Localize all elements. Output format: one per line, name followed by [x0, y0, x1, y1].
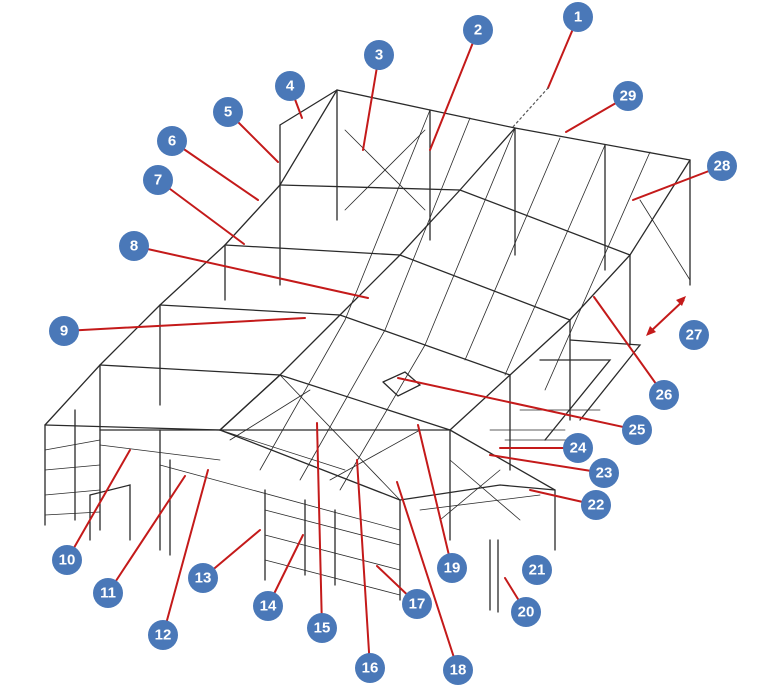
svg-text:20: 20 — [518, 604, 535, 621]
svg-text:1: 1 — [574, 9, 582, 26]
svg-text:2: 2 — [474, 22, 482, 39]
svg-text:3: 3 — [375, 47, 383, 64]
callout-17: 17 — [402, 589, 432, 619]
svg-text:23: 23 — [596, 465, 613, 482]
callout-13: 13 — [188, 563, 218, 593]
svg-text:15: 15 — [314, 620, 331, 637]
callout-12: 12 — [148, 620, 178, 650]
svg-text:18: 18 — [450, 662, 467, 679]
callout-7: 7 — [143, 165, 173, 195]
svg-text:26: 26 — [656, 387, 673, 404]
svg-text:4: 4 — [286, 78, 295, 95]
callout-22: 22 — [581, 490, 611, 520]
svg-text:13: 13 — [195, 570, 212, 587]
callout-11: 11 — [93, 578, 123, 608]
callout-24: 24 — [563, 433, 593, 463]
callout-8: 8 — [119, 231, 149, 261]
callout-3: 3 — [364, 40, 394, 70]
callout-10: 10 — [52, 545, 82, 575]
callout-18: 18 — [443, 655, 473, 685]
svg-text:28: 28 — [714, 158, 731, 175]
callout-1: 1 — [563, 2, 593, 32]
callout-14: 14 — [253, 591, 283, 621]
svg-text:27: 27 — [686, 327, 703, 344]
callout-4: 4 — [275, 71, 305, 101]
svg-text:19: 19 — [444, 560, 461, 577]
callout-28: 28 — [707, 151, 737, 181]
callout-2: 2 — [463, 15, 493, 45]
callout-21: 21 — [522, 555, 552, 585]
callout-27: 27 — [679, 320, 709, 350]
callout-25: 25 — [622, 415, 652, 445]
svg-text:11: 11 — [100, 585, 116, 602]
svg-text:17: 17 — [409, 596, 426, 613]
svg-text:8: 8 — [130, 238, 138, 255]
svg-text:12: 12 — [155, 627, 172, 644]
svg-text:6: 6 — [168, 133, 176, 150]
callout-badges: 1 2 3 4 5 6 7 8 9 10 11 12 13 14 15 16 1… — [49, 2, 737, 685]
svg-text:29: 29 — [620, 88, 637, 105]
svg-text:21: 21 — [529, 562, 546, 579]
callout-5: 5 — [213, 97, 243, 127]
svg-text:22: 22 — [588, 497, 605, 514]
svg-text:9: 9 — [60, 323, 68, 340]
svg-text:24: 24 — [570, 440, 587, 457]
svg-text:10: 10 — [59, 552, 76, 569]
callout-26: 26 — [649, 380, 679, 410]
callout-29: 29 — [613, 81, 643, 111]
building-frame — [44, 89, 691, 613]
callout-20: 20 — [511, 597, 541, 627]
callout-6: 6 — [157, 126, 187, 156]
svg-text:16: 16 — [362, 660, 379, 677]
callout-15: 15 — [307, 613, 337, 643]
svg-text:14: 14 — [260, 598, 277, 615]
svg-text:25: 25 — [629, 422, 646, 439]
svg-text:5: 5 — [224, 104, 232, 121]
callout-19: 19 — [437, 553, 467, 583]
svg-text:7: 7 — [154, 172, 162, 189]
callout-16: 16 — [355, 653, 385, 683]
callout-23: 23 — [589, 458, 619, 488]
callout-9: 9 — [49, 316, 79, 346]
